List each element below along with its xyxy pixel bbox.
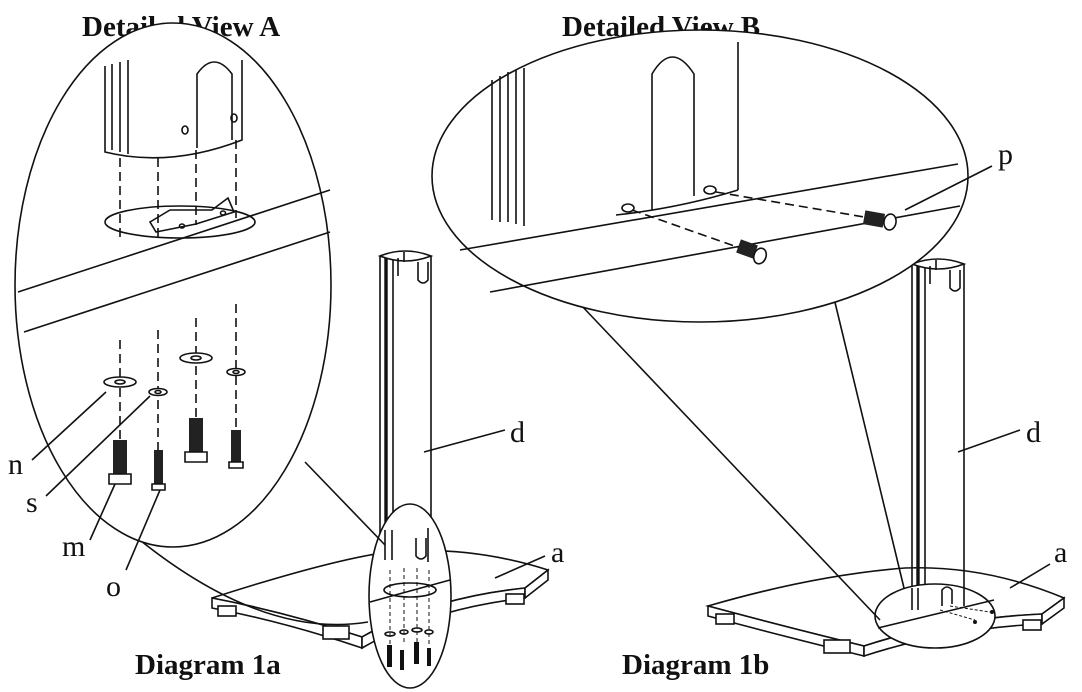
leader-s	[45, 395, 151, 497]
leader-a-left	[494, 555, 546, 579]
title-diagram-1a: Diagram 1a	[135, 649, 281, 681]
label-n: n	[8, 448, 23, 481]
screw-p-upper	[862, 210, 897, 231]
screw-p-lower	[736, 239, 768, 265]
label-a-left: a	[551, 536, 564, 569]
label-p: p	[998, 138, 1013, 171]
label-d-left: d	[510, 416, 525, 449]
leader-d-right	[957, 429, 1021, 453]
leader-a-right	[1009, 563, 1051, 589]
connector-line-a1	[304, 461, 386, 546]
leader-n	[31, 391, 107, 461]
label-m: m	[62, 530, 85, 563]
label-s: s	[26, 486, 38, 519]
leader-d-left	[423, 429, 506, 453]
connector-line-a2	[129, 531, 369, 626]
detail-circle-small-1b	[874, 583, 996, 649]
label-d-right: d	[1026, 416, 1041, 449]
leader-m	[89, 483, 116, 541]
label-a-right: a	[1054, 536, 1067, 569]
title-diagram-1b: Diagram 1b	[622, 649, 769, 681]
detail-circle-small-1a	[368, 503, 452, 689]
post-1b	[909, 258, 967, 588]
leader-o	[125, 489, 161, 571]
detail-view-b	[431, 29, 969, 323]
connector-line-b1	[831, 289, 905, 589]
connector-line-b2	[579, 303, 881, 621]
label-o: o	[106, 570, 121, 603]
post-1a	[377, 250, 434, 560]
detail-view-a	[14, 22, 332, 548]
leader-p	[904, 165, 993, 211]
